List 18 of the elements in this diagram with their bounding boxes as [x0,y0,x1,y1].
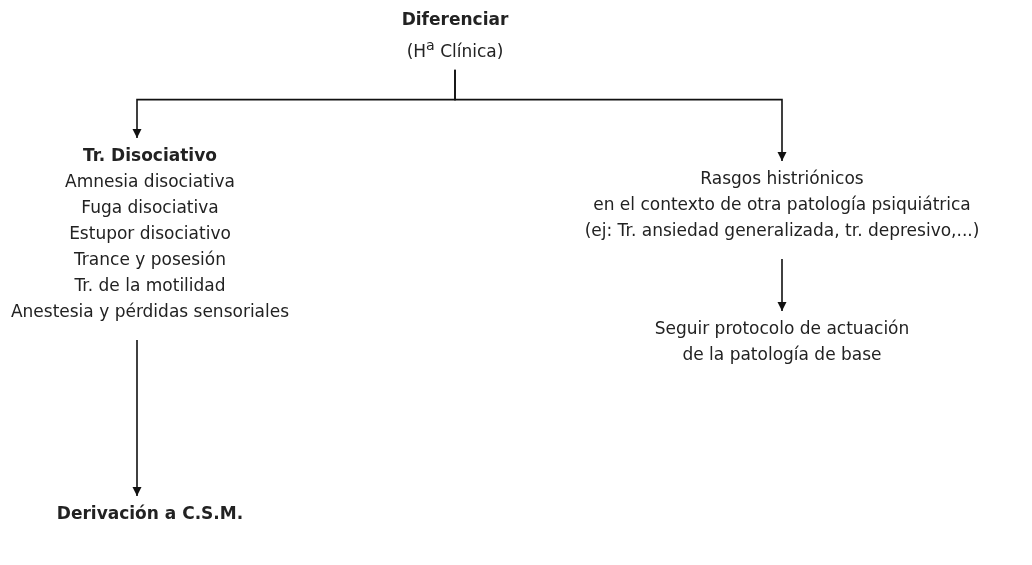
node-text: de la patología de base [681,343,883,366]
node-heading: Rasgos histriónicos [699,167,865,190]
arrow [454,68,787,162]
arrow [132,339,142,497]
node-heading: Diferenciar [400,8,510,31]
node-text: en el contexto de otra patología psiquiátrica [592,193,972,216]
node-heading: Seguir protocolo de actuación [653,317,911,340]
node-text: (H$^{a}$ Clínica) [405,36,505,63]
arrow [777,258,787,312]
node-text: Fuga disociativa [80,196,220,219]
node-text: Estupor disociativo [68,222,232,245]
node-text: Trance y posesión [73,248,227,271]
node-text: (ej: Tr. ansiedad generalizada, tr. depresivo,...) [583,219,981,242]
node-text: Derivación a C.S.M. [55,502,245,525]
node-text: Anestesia y pérdidas sensoriales [9,300,291,323]
node-heading: Tr. Disociativo [82,144,218,167]
node-text: Amnesia disociativa [64,170,236,193]
node-text: Tr. de la motilidad [73,274,227,297]
